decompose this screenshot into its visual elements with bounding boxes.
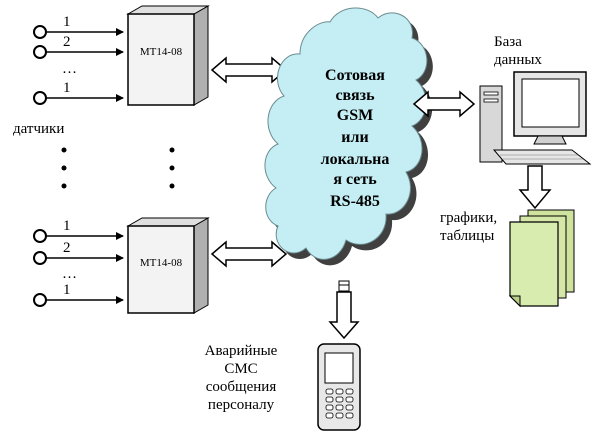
sensor-input-circle <box>33 25 47 39</box>
sms-label-line: Аварийные <box>205 343 278 359</box>
sms-label-line: сообщения <box>206 379 277 395</box>
bidirectional-arrow <box>210 56 288 84</box>
bidirectional-arrow <box>412 90 476 118</box>
cloud-label-line: связь <box>335 87 375 104</box>
database-label-line: База <box>494 34 522 50</box>
device-label: МТ14-08 <box>140 257 183 269</box>
reports-label-line: графики, <box>440 210 497 226</box>
sensor-input-circle <box>33 91 47 105</box>
database-computer <box>479 71 592 165</box>
sms-label-line: СМС <box>224 361 257 377</box>
sms-label-line: персоналу <box>208 397 275 413</box>
sensor-input-number: 1 <box>63 218 71 234</box>
cloud-label-line: я сеть <box>333 171 377 188</box>
bidirectional-arrow <box>210 240 288 268</box>
sensor-input-number: 2 <box>63 240 71 256</box>
sensor-input-number: 1 <box>63 14 71 30</box>
cloud-label-line: RS-485 <box>330 193 380 210</box>
continuation-dots <box>61 147 175 189</box>
sensor-input-circle <box>33 229 47 243</box>
cloud-connector <box>338 280 350 292</box>
cloud-label-line: локальна <box>321 151 390 168</box>
network-cloud: Сотовая связь GSM или локальна я сеть RS… <box>264 7 433 266</box>
device-box-mt14-08: МТ14-08 <box>126 217 210 314</box>
sensor-input-circle <box>33 251 47 265</box>
sensor-input-number: 1 <box>63 80 71 96</box>
device-box-mt14-08: МТ14-08 <box>126 5 210 106</box>
sensor-group-top: 1 2 … 1 МТ14-08 <box>33 5 210 106</box>
cloud-label-line: или <box>341 129 368 146</box>
sensor-input-ellipsis: … <box>62 266 77 282</box>
sensor-input-circle <box>33 45 47 59</box>
device-label: МТ14-08 <box>140 46 183 58</box>
database-label-line: данных <box>494 52 542 68</box>
cloud-label-line: Сотовая <box>325 67 385 84</box>
sensor-input-number: 1 <box>63 282 71 298</box>
down-arrow <box>328 291 360 340</box>
reports-label-line: таблицы <box>440 228 494 244</box>
reports-documents <box>508 209 575 308</box>
mobile-phone-icon <box>317 343 361 431</box>
cloud-label-line: GSM <box>337 107 373 124</box>
sensor-group-bottom: 1 2 … 1 МТ14-08 <box>33 217 210 314</box>
down-arrow <box>518 165 552 210</box>
sensor-input-ellipsis: … <box>62 61 77 77</box>
sensors-label: датчики <box>13 121 64 137</box>
sensor-input-number: 2 <box>63 34 71 50</box>
sensor-input-circle <box>33 293 47 307</box>
